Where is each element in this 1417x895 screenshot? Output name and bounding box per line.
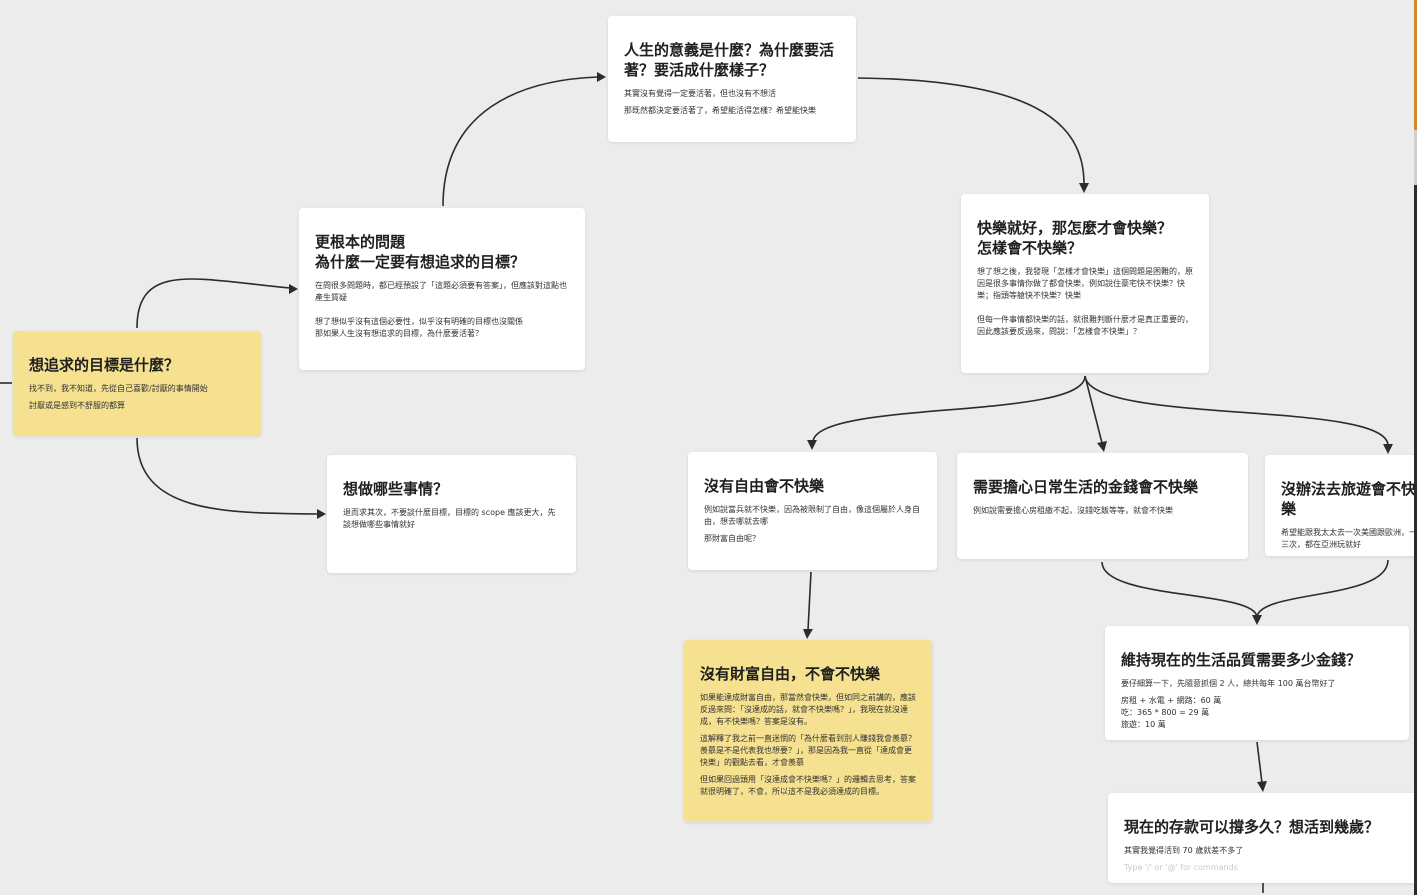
node-text: 那既然都決定要活著了，希望能活得怎樣？希望能快樂: [624, 106, 816, 115]
node-text: 那財富自由呢？: [704, 534, 760, 543]
node-text: 要仔細算一下，先隨意抓個 2 人，總共每年 100 萬台幣好了: [1121, 679, 1336, 688]
node-wealth[interactable]: 沒有財富自由，不會不快樂 如果能達成財富自由，那當然會快樂，但如同之前講的，應該…: [684, 640, 932, 822]
node-title: 維持現在的生活品質需要多少金錢？: [1121, 651, 1362, 669]
node-quality[interactable]: 維持現在的生活品質需要多少金錢？ 要仔細算一下，先隨意抓個 2 人，總共每年 1…: [1105, 626, 1409, 740]
node-text: 例如說當兵就不快樂，因為被限制了自由，像這個屬於人身自由，想去哪就去哪: [704, 505, 920, 526]
arrowhead: [1252, 615, 1262, 625]
arrowhead: [317, 509, 326, 519]
node-savings[interactable]: 現在的存款可以撐多久？想活到幾歲？ 其實我覺得活到 70 歲就差不多了 Type…: [1108, 793, 1417, 883]
node-title: 現在的存款可以撐多久？想活到幾歲？: [1124, 818, 1380, 836]
arrowhead: [803, 629, 813, 639]
node-text: 吃：365 * 800 = 29 萬: [1121, 708, 1210, 717]
node-title: 需要擔心日常生活的金錢會不快樂: [973, 478, 1199, 496]
node-freedom[interactable]: 沒有自由會不快樂 例如說當兵就不快樂，因為被限制了自由，像這個屬於人身自由，想去…: [688, 452, 937, 570]
arrowhead: [1257, 781, 1267, 792]
node-text: 如果能達成財富自由，那當然會快樂，但如同之前講的，應該反過來問：「沒達成的話，就…: [700, 693, 916, 726]
node-title: 沒辦法去旅遊會不快樂: [1281, 480, 1417, 518]
node-goal[interactable]: 想追求的目標是什麼？ 找不到，我不知道，先從自己喜歡/討厭的事情開始 討厭或是感…: [13, 331, 261, 436]
node-text: 但如果回過頭用「沒達成會不快樂嗎？」的邏輯去思考，答案就很明確了，不會，所以這不…: [700, 775, 916, 796]
node-text: 在問很多問題時，都已經預設了「這題必須要有答案」，但應該對這點也產生質疑: [315, 281, 567, 302]
node-text: 房租 + 水電 + 網路：60 萬: [1121, 696, 1222, 705]
connector-fundamental-to-meaning[interactable]: [442, 76, 599, 207]
arrowhead: [289, 284, 298, 294]
command-placeholder[interactable]: Type '/' or '@' for commands: [1124, 863, 1238, 872]
node-text: 例如說需要擔心房租繳不起，沒錢吃飯等等，就會不快樂: [973, 506, 1173, 515]
node-text: 這解釋了我之前一直迷惘的「為什麼看到別人賺錢我會羨慕？羨慕是不是代表我也想要？」…: [700, 734, 916, 767]
connector-money-to-quality[interactable]: [1101, 561, 1258, 618]
connector-goal-to-todo[interactable]: [136, 437, 319, 515]
node-text: 想了想之後，我發現「怎樣才會快樂」這個問題是困難的，原因是很多事情你做了都會快樂…: [977, 267, 1193, 300]
node-title: 沒有財富自由，不會不快樂: [700, 665, 881, 683]
node-travel[interactable]: 沒辦法去旅遊會不快樂 希望能跟我太太去一次美國跟歐洲，一年兩三次，每個兩三次，都…: [1265, 455, 1417, 556]
node-happy[interactable]: 快樂就好，那怎麼才會快樂？ 怎樣會不快樂？ 想了想之後，我發現「怎樣才會快樂」這…: [961, 194, 1209, 373]
node-text: 退而求其次，不要談什麼目標，目標的 scope 應該更大，先談想做哪些事情就好: [343, 508, 556, 529]
connector-quality-to-savings[interactable]: [1256, 741, 1263, 784]
node-title: 快樂就好，那怎麼才會快樂？ 怎樣會不快樂？: [977, 219, 1173, 257]
arrowhead: [597, 72, 606, 82]
node-title: 想做哪些事情？: [343, 480, 449, 498]
connector-travel-to-quality[interactable]: [1256, 559, 1389, 618]
node-text: 但每一件事情都快樂的話，就很難判斷什麼才是真正重要的，因此應該要反過來，問說：「…: [977, 315, 1193, 336]
node-meaning[interactable]: 人生的意義是什麼？為什麼要活著？要活成什麼樣子？ 其實沒有覺得一定要活著，但也沒…: [608, 16, 856, 142]
node-title: 人生的意義是什麼？為什麼要活著？要活成什麼樣子？: [624, 41, 835, 79]
connector-freedom-to-wealth[interactable]: [807, 571, 812, 631]
node-text: 旅遊：10 萬: [1121, 720, 1166, 729]
scrollbar-accent: [1414, 0, 1417, 130]
node-money[interactable]: 需要擔心日常生活的金錢會不快樂 例如說需要擔心房租繳不起，沒錢吃飯等等，就會不快…: [957, 453, 1248, 559]
node-todo[interactable]: 想做哪些事情？ 退而求其次，不要談什麼目標，目標的 scope 應該更大，先談想…: [327, 455, 576, 573]
connector-happy-to-money[interactable]: [1084, 375, 1103, 444]
node-text: 討厭或是感到不舒服的都算: [29, 401, 125, 410]
node-text: 找不到，我不知道，先從自己喜歡/討厭的事情開始: [29, 384, 208, 393]
connector-happy-to-freedom[interactable]: [812, 375, 1086, 442]
node-title: 沒有自由會不快樂: [704, 477, 825, 495]
node-text: 其實我覺得活到 70 歲就差不多了: [1124, 846, 1244, 855]
node-text: 其實沒有覺得一定要活著，但也沒有不想活: [624, 89, 776, 98]
node-text: 想了想似乎沒有這個必要性，似乎沒有明確的目標也沒關係 那如果人生沒有想追求的目標…: [315, 317, 523, 338]
vertical-scrollbar[interactable]: [1414, 0, 1417, 895]
scrollbar-thumb[interactable]: [1414, 185, 1417, 895]
node-text: 希望能跟我太太去一次美國跟歐洲，一年兩三次，每個兩三次，都在亞洲玩就好: [1281, 528, 1417, 549]
arrowhead: [807, 440, 817, 450]
node-fundamental[interactable]: 更根本的問題 為什麼一定要有想追求的目標？ 在問很多問題時，都已經預設了「這題必…: [299, 208, 585, 370]
node-title: 想追求的目標是什麼？: [29, 356, 180, 374]
connector-happy-to-travel[interactable]: [1084, 375, 1389, 446]
connector-goal-to-fundamental[interactable]: [136, 278, 291, 329]
arrowhead: [1097, 441, 1107, 452]
arrowhead: [1383, 444, 1393, 454]
node-title: 更根本的問題 為什麼一定要有想追求的目標？: [315, 233, 526, 271]
connector-meaning-to-happy[interactable]: [857, 77, 1085, 185]
arrowhead: [1079, 183, 1089, 193]
